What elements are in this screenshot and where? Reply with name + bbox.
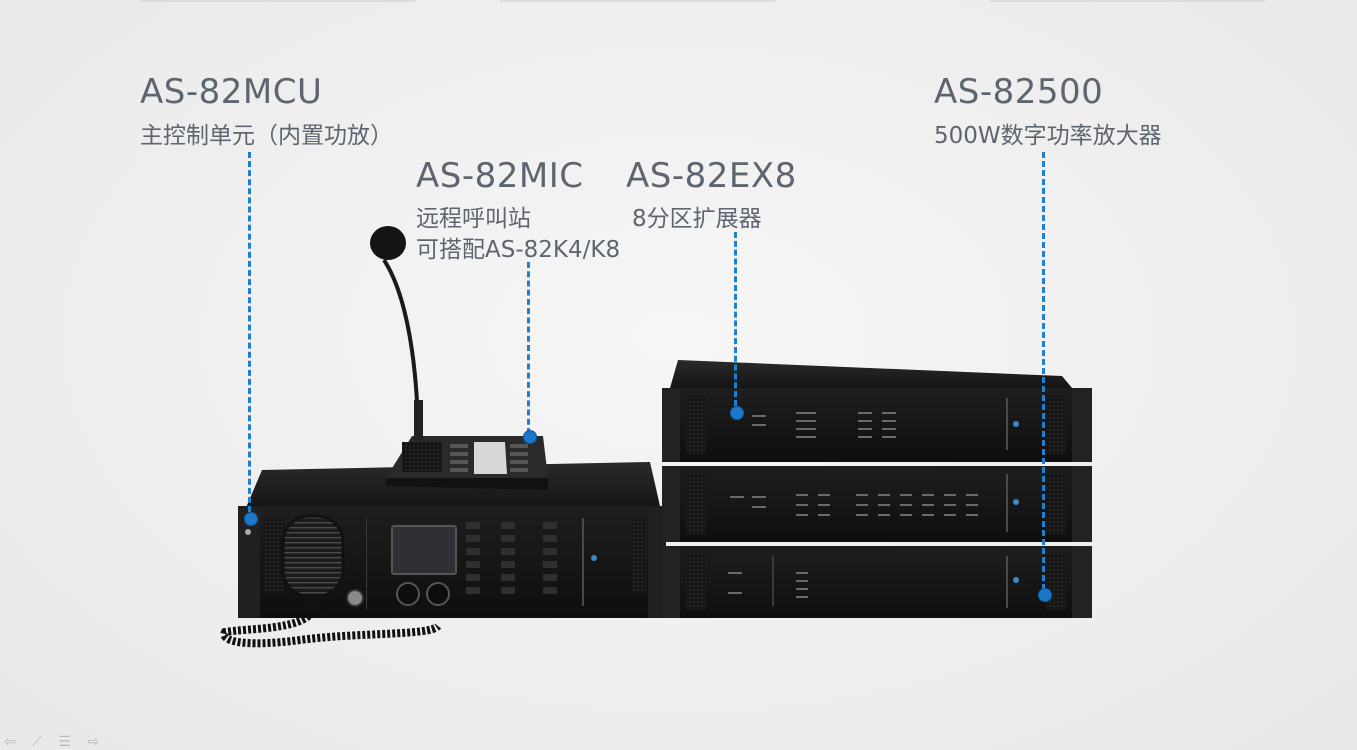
amp-model-label: AS-82500	[934, 72, 1104, 112]
mic-desc-label: 远程呼叫站	[416, 206, 531, 232]
mcu-model-label: AS-82MCU	[140, 72, 323, 112]
call-station-device	[370, 226, 548, 490]
mic-leader-line	[527, 262, 530, 434]
amp-marker-dot	[1038, 588, 1052, 602]
top-divider	[500, 0, 775, 2]
ex8-model-label: AS-82EX8	[626, 156, 797, 196]
slide-nav-icons[interactable]: ⇦ ⟋ ☰ ⇨	[4, 734, 106, 750]
ex8-marker-dot	[730, 406, 744, 420]
mcu-desc-label: 主控制单元（内置功放）	[140, 123, 393, 149]
ex8-desc-label: 8分区扩展器	[632, 206, 762, 232]
expander-device	[662, 360, 1092, 462]
amplifier-device	[662, 546, 1092, 618]
mic-marker-dot	[523, 430, 537, 444]
handheld-microphone	[220, 514, 442, 648]
top-divider	[990, 0, 1265, 2]
mcu-marker-dot	[244, 512, 258, 526]
middle-rack-device	[662, 466, 1092, 542]
ex8-leader-line	[734, 232, 737, 406]
mic-model-label: AS-82MIC	[416, 156, 584, 196]
amp-desc-label: 500W数字功率放大器	[934, 123, 1162, 149]
mcu-leader-line	[248, 152, 251, 512]
mic-compat-label: 可搭配AS-82K4/K8	[416, 237, 621, 263]
amp-leader-line	[1042, 152, 1045, 590]
top-divider	[140, 0, 415, 2]
